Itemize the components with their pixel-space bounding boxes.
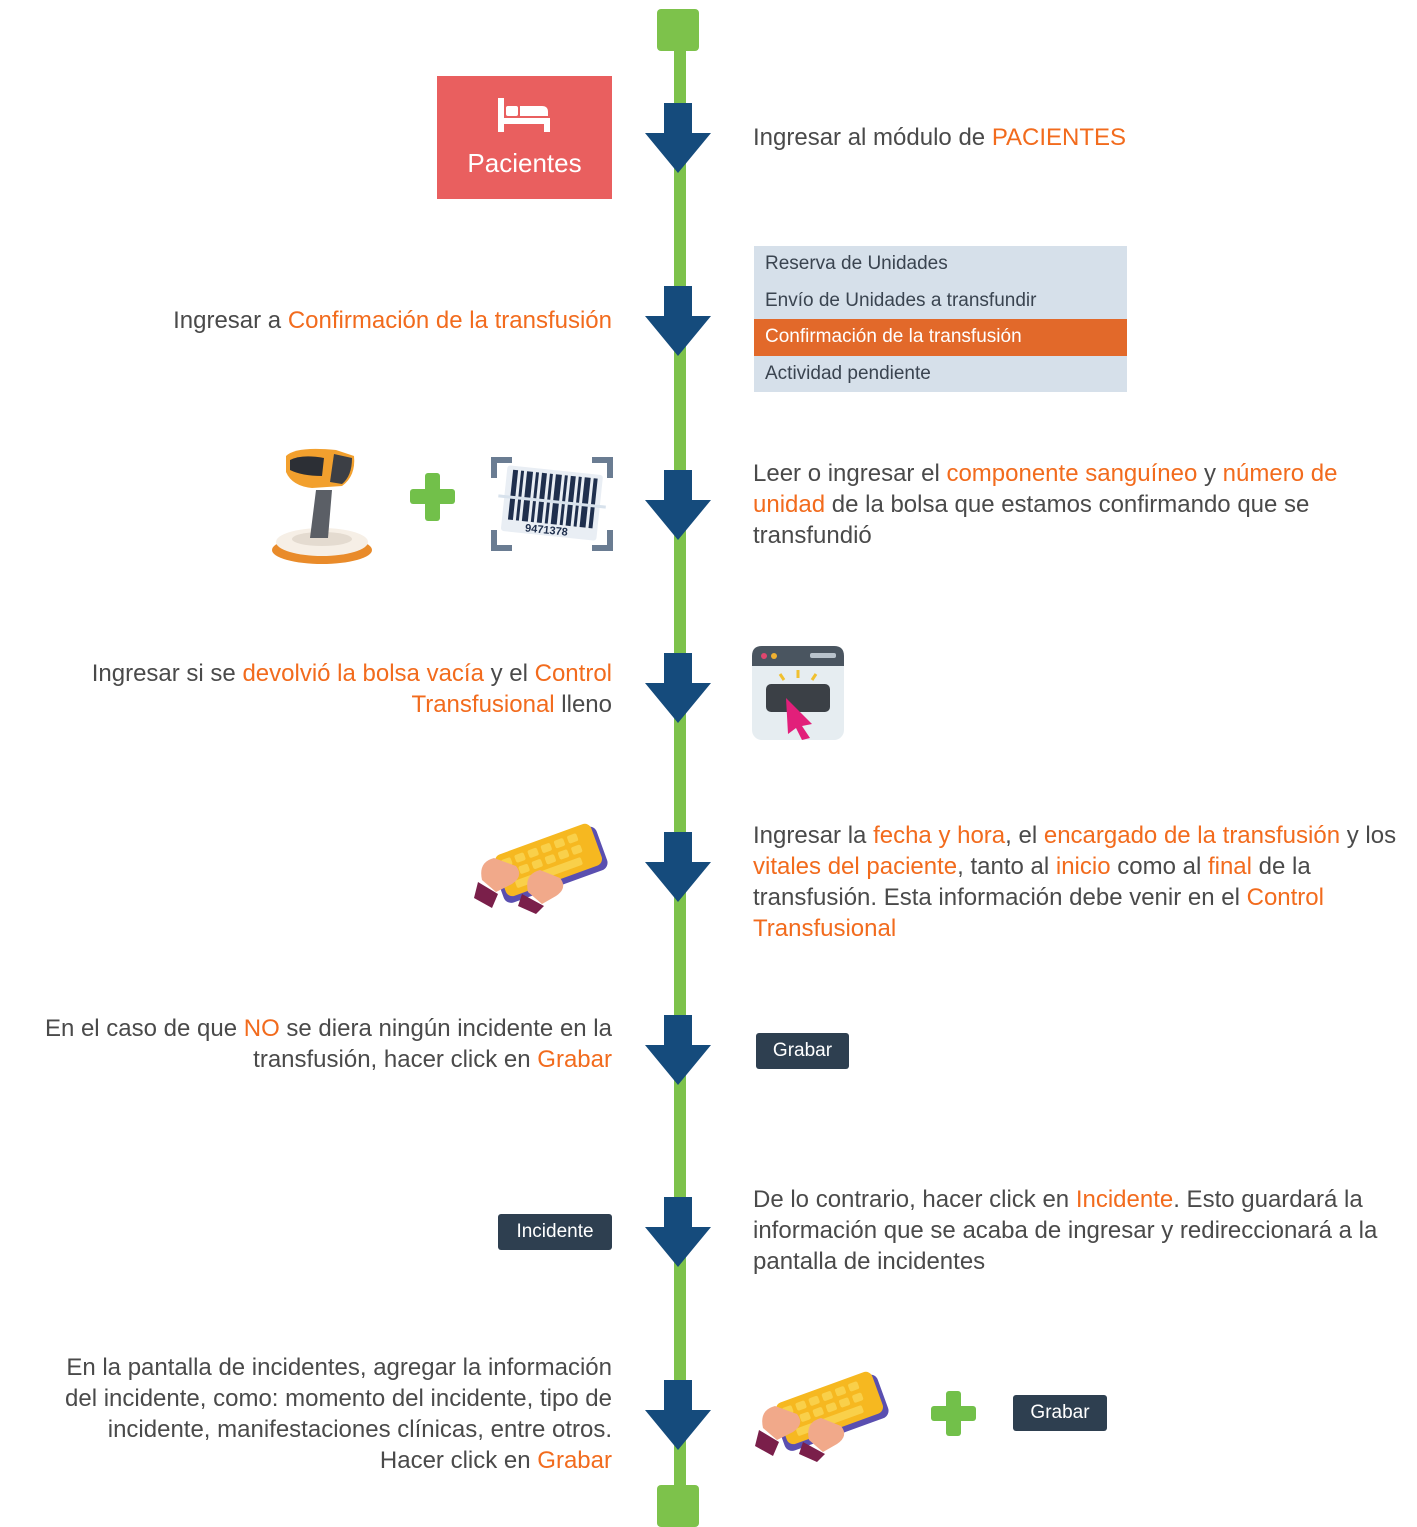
grabar-button-incidents[interactable]: Grabar <box>1013 1395 1107 1431</box>
step-1-text: Ingresar al módulo de PACIENTES <box>753 124 1127 151</box>
pacientes-module-card[interactable]: Pacientes <box>437 76 612 199</box>
step-2-text: Ingresar a Confirmación de la transfusió… <box>173 307 612 334</box>
menu-item-reserva[interactable]: Reserva de Unidades <box>765 253 948 274</box>
step-3-text: Leer o ingresar el componente sanguíneo … <box>753 460 1338 549</box>
keyboard-typing-icon <box>474 823 608 914</box>
down-arrow-icon <box>645 103 711 173</box>
bed-icon <box>498 98 550 132</box>
plus-icon <box>410 473 455 521</box>
barcode-icon: 9471378 <box>491 457 613 551</box>
barcode-number: 9471378 <box>524 522 568 538</box>
timeline-start-cap <box>657 9 699 51</box>
down-arrow-icon <box>645 470 711 540</box>
down-arrow-icon <box>645 653 711 723</box>
down-arrow-icon <box>645 1015 711 1085</box>
down-arrow-icon <box>645 1197 711 1267</box>
step-4-text: Ingresar si se devolvió la bolsa vacía y… <box>91 660 612 718</box>
barcode-scanner-icon <box>272 448 372 564</box>
down-arrow-icon <box>645 1380 711 1450</box>
incidente-button[interactable]: Incidente <box>498 1214 612 1250</box>
keyboard-typing-icon <box>755 1371 889 1462</box>
click-button-icon <box>752 646 844 740</box>
pacientes-label: Pacientes <box>467 148 582 178</box>
down-arrow-icon <box>645 832 711 902</box>
plus-icon <box>931 1391 976 1436</box>
step-5-text: Ingresar la fecha y hora, el encargado d… <box>753 822 1397 942</box>
transfusion-menu: Reserva de Unidades Envío de Unidades a … <box>754 246 1127 392</box>
step-8-text: En la pantalla de incidentes, agregar la… <box>65 1354 612 1474</box>
step-6-text: En el caso de que NO se diera ningún inc… <box>44 1015 612 1073</box>
menu-item-envio[interactable]: Envío de Unidades a transfundir <box>765 289 1037 311</box>
down-arrow-icon <box>645 286 711 356</box>
menu-item-actividad[interactable]: Actividad pendiente <box>765 362 931 384</box>
grabar-button[interactable]: Grabar <box>756 1033 849 1069</box>
timeline-line <box>674 30 686 1510</box>
timeline-end-cap <box>657 1485 699 1527</box>
menu-item-confirmacion[interactable]: Confirmación de la transfusión <box>754 319 1127 356</box>
step-7-text: De lo contrario, hacer click en Incident… <box>753 1186 1378 1275</box>
